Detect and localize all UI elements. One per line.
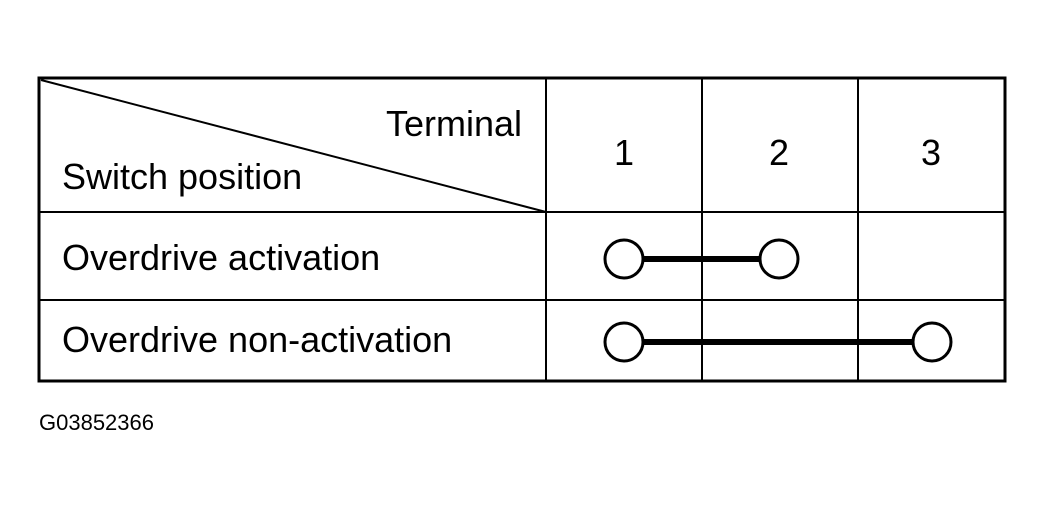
figure-id: G03852366 bbox=[39, 410, 154, 435]
terminal-circle-row-1-t2 bbox=[758, 238, 800, 280]
table-border bbox=[37, 76, 1007, 383]
corner-diagonal bbox=[40, 79, 547, 213]
continuity-connectors bbox=[603, 238, 953, 363]
terminal-2-label: 2 bbox=[769, 132, 789, 173]
terminal-header-label: Terminal bbox=[386, 103, 522, 144]
switch-position-header-label: Switch position bbox=[62, 156, 302, 197]
terminal-circle-row-2-t3 bbox=[911, 321, 953, 363]
row-label-overdrive-non-activation: Overdrive non-activation bbox=[62, 319, 452, 360]
table-grid bbox=[37, 76, 1007, 383]
terminal-3-label: 3 bbox=[921, 132, 941, 173]
terminal-circle-row-2-t1 bbox=[603, 321, 645, 363]
terminal-circle-row-1-t1 bbox=[603, 238, 645, 280]
terminal-1-label: 1 bbox=[614, 132, 634, 173]
row-label-overdrive-activation: Overdrive activation bbox=[62, 237, 380, 278]
